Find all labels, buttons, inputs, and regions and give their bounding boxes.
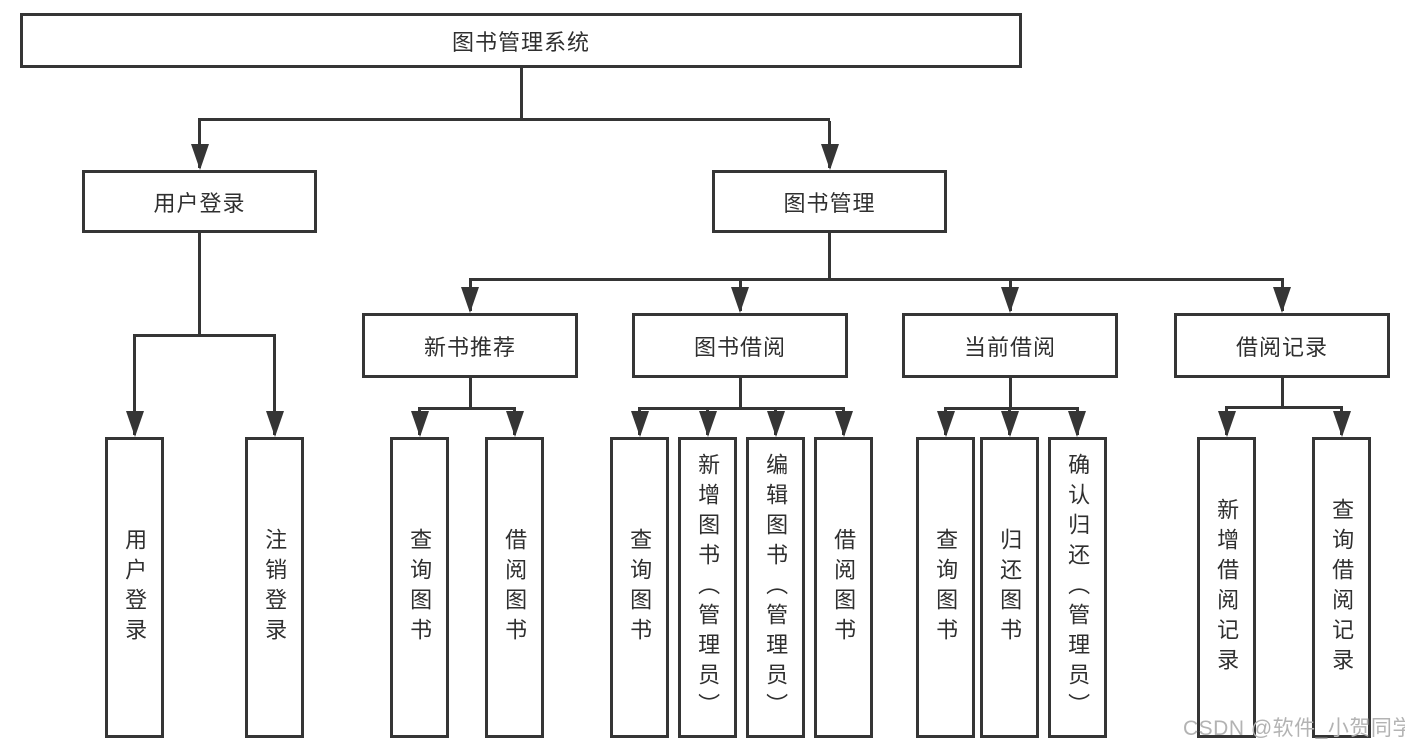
- arrow-down-icon: [1273, 287, 1291, 313]
- leaf-current-query-books-label: 查询图书: [933, 527, 959, 648]
- connector-hline: [944, 406, 1079, 410]
- leaf-records-query-record: 查询借阅记录: [1312, 437, 1371, 738]
- leaf-records-add-record: 新增借阅记录: [1197, 437, 1256, 738]
- leaf-user-login: 用户登录: [105, 437, 164, 738]
- leaf-newbook-query-books: 查询图书: [390, 437, 449, 738]
- leaf-borrow-query-books-label: 查询图书: [627, 527, 653, 648]
- connector-hline: [638, 406, 845, 410]
- arrow-down-icon: [1217, 411, 1236, 437]
- arrow-down-icon: [1332, 411, 1351, 437]
- leaf-current-return-books-label: 归还图书: [997, 527, 1023, 648]
- node-user-login-label: 用户登录: [153, 190, 246, 216]
- arrow-down-icon: [1001, 287, 1019, 313]
- node-book-borrow-label: 图书借阅: [693, 334, 786, 360]
- leaf-newbook-query-books-label: 查询图书: [407, 527, 433, 648]
- connector-hline: [198, 118, 830, 121]
- arrow-down-icon: [1000, 411, 1019, 437]
- arrow-down-icon: [190, 144, 209, 170]
- node-user-login: 用户登录: [82, 170, 317, 233]
- leaf-newbook-borrow-books-label: 借阅图书: [502, 527, 528, 648]
- arrow-down-icon: [630, 411, 649, 437]
- arrow-down-icon: [766, 411, 785, 437]
- node-book-management: 图书管理: [712, 170, 947, 233]
- leaf-borrow-borrow-books: 借阅图书: [814, 437, 873, 738]
- connector-vline: [1008, 378, 1012, 409]
- node-borrow-records: 借阅记录: [1174, 313, 1390, 378]
- leaf-borrow-add-books-admin: 新增图书（管理员）: [678, 437, 737, 738]
- node-book-management-label: 图书管理: [783, 190, 876, 216]
- arrow-down-icon: [820, 144, 839, 170]
- node-current-borrow: 当前借阅: [902, 313, 1118, 378]
- arrow-down-icon: [265, 411, 284, 437]
- node-book-borrow: 图书借阅: [632, 313, 848, 378]
- connector-vline: [519, 66, 523, 121]
- leaf-logout: 注销登录: [245, 437, 304, 738]
- node-new-book-recommend: 新书推荐: [362, 313, 578, 378]
- leaf-current-confirm-return-admin: 确认归还（管理员）: [1048, 437, 1107, 738]
- node-root: 图书管理系统: [20, 13, 1022, 68]
- arrow-down-icon: [125, 411, 144, 437]
- leaf-borrow-query-books: 查询图书: [610, 437, 669, 738]
- arrow-down-icon: [461, 287, 479, 313]
- leaf-current-query-books: 查询图书: [916, 437, 975, 738]
- node-root-label: 图书管理系统: [451, 29, 590, 55]
- arrow-down-icon: [410, 411, 429, 437]
- connector-vline: [273, 336, 276, 435]
- node-new-book-recommend-label: 新书推荐: [423, 334, 516, 360]
- leaf-newbook-borrow-books: 借阅图书: [485, 437, 544, 738]
- connector-vline: [1280, 378, 1284, 408]
- connector-hline: [418, 406, 516, 410]
- connector-vline: [738, 378, 742, 409]
- node-borrow-records-label: 借阅记录: [1235, 334, 1328, 360]
- arrow-down-icon: [1068, 411, 1086, 437]
- connector-vline: [468, 378, 472, 409]
- arrow-down-icon: [936, 411, 955, 437]
- connector-vline: [133, 336, 136, 435]
- leaf-records-add-record-label: 新增借阅记录: [1214, 497, 1240, 678]
- leaf-logout-label: 注销登录: [262, 527, 288, 648]
- arrow-down-icon: [731, 287, 749, 313]
- connector-hline: [468, 277, 1284, 281]
- leaf-records-query-record-label: 查询借阅记录: [1329, 497, 1355, 678]
- leaf-borrow-borrow-books-label: 借阅图书: [831, 527, 857, 648]
- arrow-down-icon: [505, 411, 524, 437]
- leaf-current-return-books: 归还图书: [980, 437, 1039, 738]
- connector-vline: [198, 233, 201, 335]
- watermark: CSDN @软件_小贺同学: [1183, 717, 1405, 740]
- node-current-borrow-label: 当前借阅: [963, 334, 1056, 360]
- connector-hline: [133, 333, 276, 337]
- leaf-user-login-label: 用户登录: [122, 527, 148, 648]
- leaf-borrow-edit-books-admin-label: 编辑图书（管理员）: [763, 452, 789, 723]
- arrow-down-icon: [698, 411, 717, 437]
- leaf-borrow-add-books-admin-label: 新增图书（管理员）: [695, 452, 721, 723]
- connector-vline: [828, 233, 831, 280]
- arrow-down-icon: [834, 411, 853, 437]
- leaf-current-confirm-return-admin-label: 确认归还（管理员）: [1065, 452, 1091, 723]
- connector-hline: [1225, 405, 1343, 409]
- leaf-borrow-edit-books-admin: 编辑图书（管理员）: [746, 437, 805, 738]
